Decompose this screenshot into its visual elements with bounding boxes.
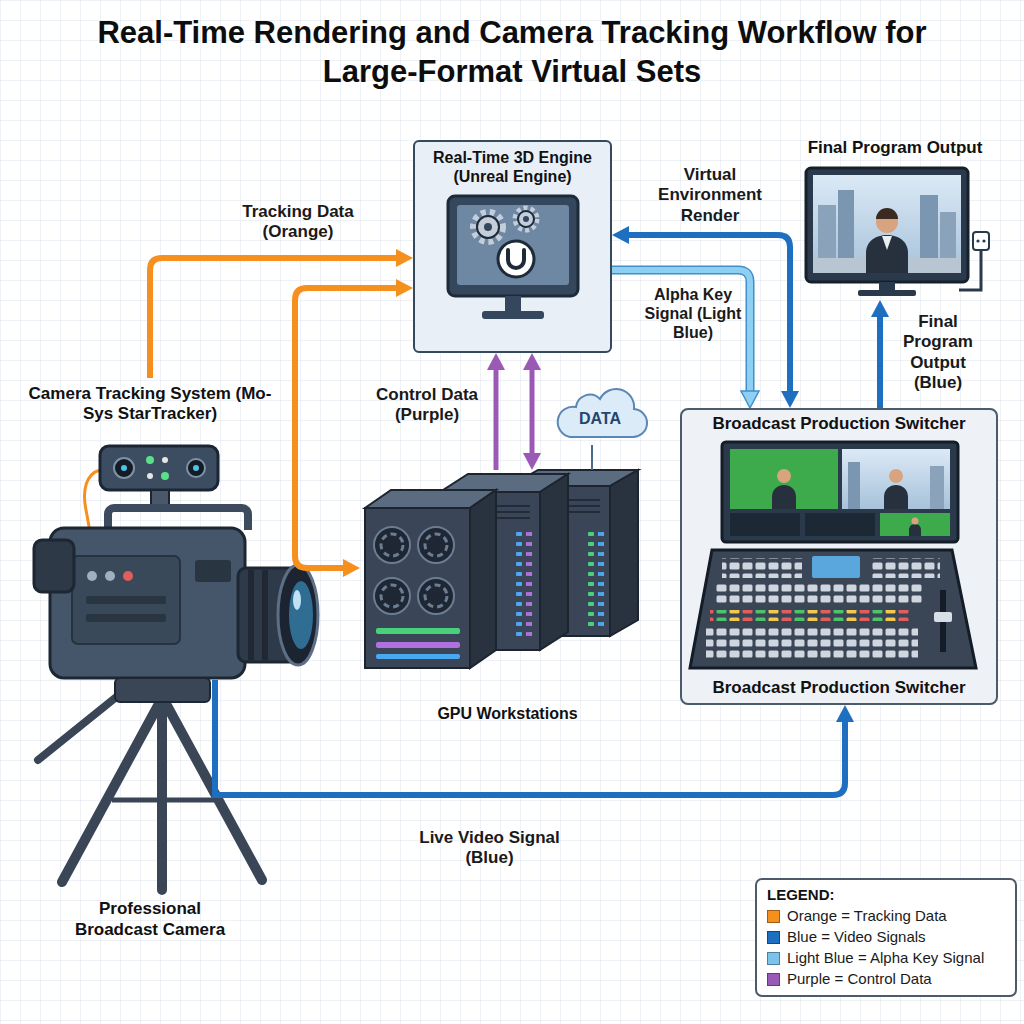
legend-text: Light Blue = Alpha Key Signal — [787, 949, 984, 967]
legend-swatch — [767, 931, 780, 944]
connector — [523, 353, 541, 470]
connector-line — [612, 270, 750, 396]
connector-line — [150, 258, 401, 378]
signal-label: Alpha Key Signal (Light Blue) — [642, 285, 744, 343]
arrowhead — [396, 279, 413, 297]
connector — [612, 270, 759, 408]
legend-text: Orange = Tracking Data — [787, 907, 947, 925]
arrowhead — [741, 391, 759, 408]
camera-node: Professional Broadcast Camera — [20, 440, 320, 940]
switcher-box: Broadcast Production SwitcherBroadcast P… — [680, 408, 998, 705]
edge-label-anchor: Alpha Key Signal (Light Blue) — [642, 285, 744, 343]
connector-line — [320, 717, 845, 795]
diagram-title: Real-Time Rendering and Camera Tracking … — [52, 14, 972, 92]
arrowhead — [523, 353, 541, 370]
tracker-label: Camera Tracking System (Mo-Sys StarTrack… — [25, 378, 275, 425]
connector-line — [591, 445, 593, 470]
data-cloud: DATA — [550, 385, 650, 445]
arrowhead — [781, 391, 799, 408]
engine-title: Real-Time 3D Engine (Unreal Engine) — [415, 142, 610, 186]
connector-line — [295, 288, 401, 568]
connector — [487, 353, 505, 470]
connector-outline — [612, 270, 750, 396]
edge-label-anchor: Tracking Data (Orange) — [218, 202, 378, 243]
legend-row: Blue = Video Signals — [767, 928, 1005, 946]
connector — [612, 226, 799, 408]
signal-label: Tracking Data (Orange) — [218, 202, 378, 243]
connector-line — [624, 235, 790, 396]
cloud-label: DATA — [550, 401, 650, 428]
arrowhead — [343, 559, 360, 577]
tracker-node: Camera Tracking System (Mo-Sys StarTrack… — [25, 378, 300, 505]
gpu-label: GPU Workstations — [360, 704, 655, 725]
legend-text: Blue = Video Signals — [787, 928, 926, 946]
edge-label-anchor: Control Data (Purple) — [368, 385, 486, 426]
legend-box: LEGEND: Orange = Tracking DataBlue = Vide… — [755, 878, 1017, 997]
connector-line — [530, 365, 535, 458]
workstation-group: GPU Workstations — [360, 470, 655, 725]
legend-row: Purple = Control Data — [767, 970, 1005, 988]
signal-label: Virtual Environment Render — [640, 165, 780, 226]
engine-box: Real-Time 3D Engine (Unreal Engine) — [413, 140, 612, 353]
legend-row: Light Blue = Alpha Key Signal — [767, 949, 1005, 967]
signal-label: Control Data (Purple) — [368, 385, 486, 426]
signal-label: Live Video Signal (Blue) — [407, 828, 572, 869]
legend-swatch — [767, 952, 780, 965]
edge-label-anchor: Final Program Output (Blue) — [893, 312, 983, 394]
arrowhead — [836, 705, 854, 722]
edge-label-anchor: Virtual Environment Render — [640, 165, 780, 226]
connector — [871, 300, 889, 408]
arrowhead — [871, 300, 889, 317]
switcher-caption: Broadcast Production Switcher — [682, 678, 996, 703]
legend-row: Orange = Tracking Data — [767, 907, 1005, 925]
connector — [320, 705, 854, 795]
arrowhead — [612, 226, 629, 244]
connector — [150, 249, 413, 378]
title-anchor: Real-Time Rendering and Camera Tracking … — [52, 14, 972, 92]
arrowhead — [487, 353, 505, 370]
monitor-heading: Final Program Output — [795, 138, 995, 158]
legend-swatch — [767, 973, 780, 986]
legend-heading: LEGEND: — [767, 886, 1005, 904]
camera-label: Professional Broadcast Camera — [65, 899, 235, 940]
connector-line — [877, 312, 883, 408]
connector — [295, 279, 413, 577]
arrowhead — [523, 453, 541, 470]
switcher-heading: Broadcast Production Switcher — [682, 410, 996, 434]
legend-text: Purple = Control Data — [787, 970, 932, 988]
monitor-node: Final Program Output — [795, 138, 995, 300]
arrowhead — [396, 249, 413, 267]
legend-swatch — [767, 910, 780, 923]
connector-line — [494, 365, 499, 470]
connector — [592, 445, 593, 470]
signal-label: Final Program Output (Blue) — [893, 312, 983, 394]
edge-label-anchor: Live Video Signal (Blue) — [407, 828, 572, 869]
